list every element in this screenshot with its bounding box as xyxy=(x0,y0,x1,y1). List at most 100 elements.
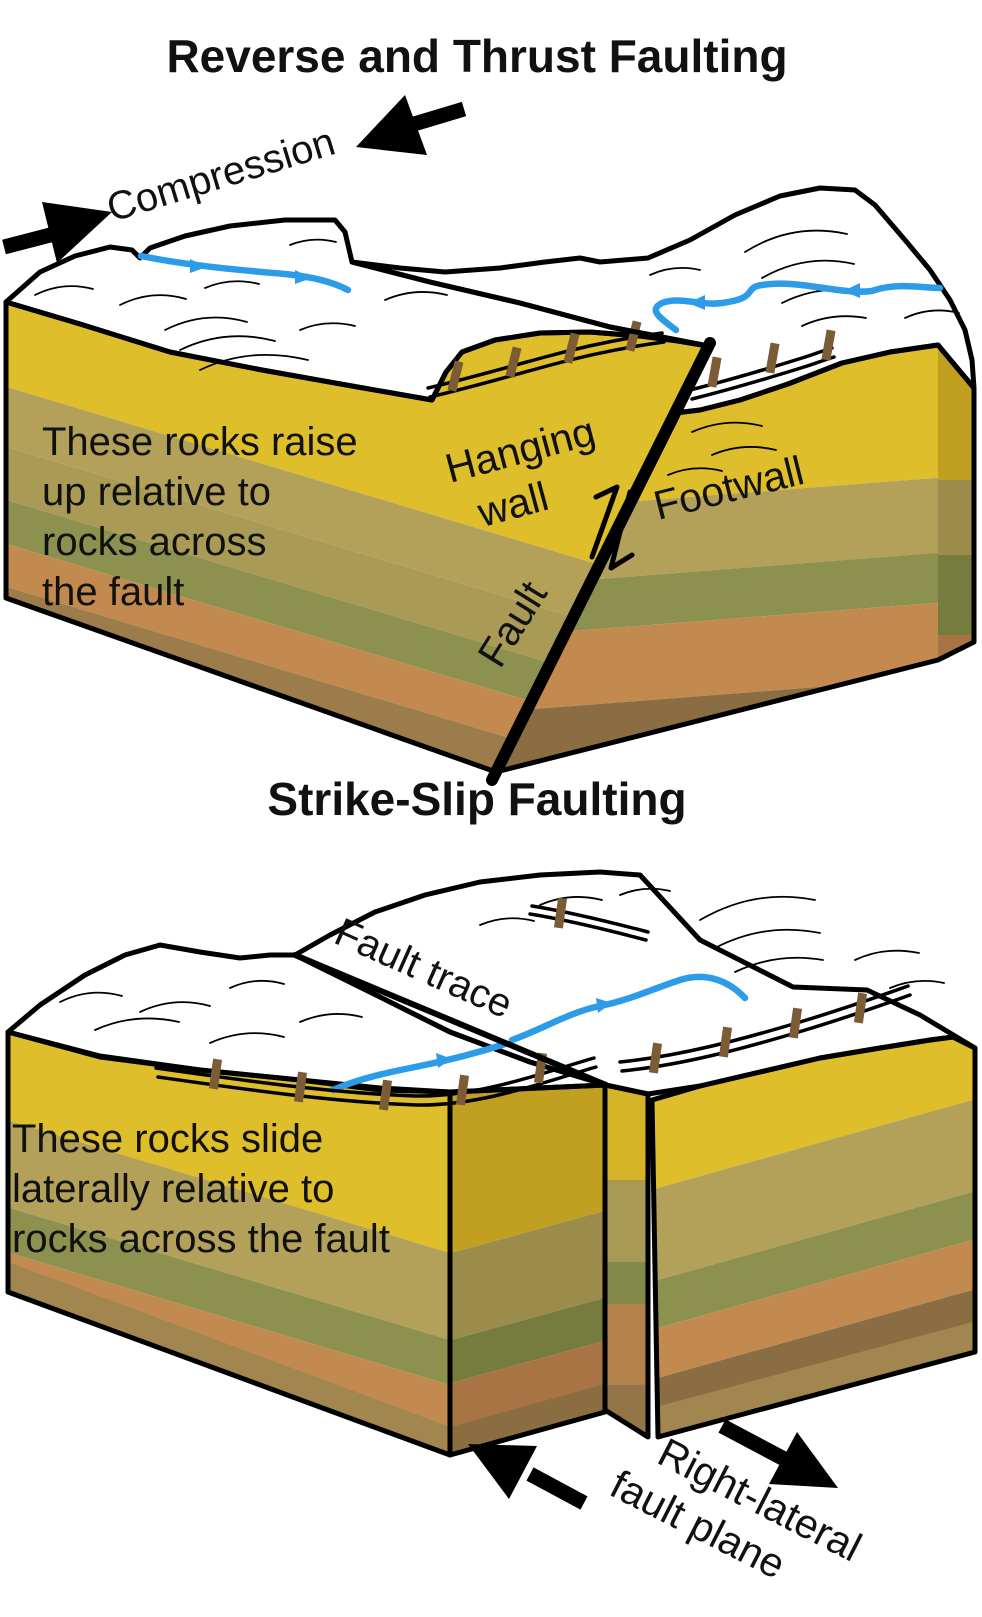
layer-band-tan-side xyxy=(450,1208,605,1343)
fault-plane-line xyxy=(486,337,716,786)
fault-gap-face xyxy=(605,1085,648,1437)
contour-line xyxy=(744,229,848,253)
river xyxy=(329,973,749,1094)
contour-lines xyxy=(59,887,945,1044)
layer-band-olive-side xyxy=(450,1295,605,1386)
layer-band-khaki xyxy=(6,442,708,717)
contour-line xyxy=(734,956,824,973)
contour-line xyxy=(204,280,260,289)
layer-band-gold xyxy=(6,302,708,604)
layer-band-olive-side xyxy=(938,555,974,635)
contour-line xyxy=(667,467,723,476)
right-block-surface xyxy=(292,869,978,1097)
contour-line xyxy=(539,896,603,906)
contour-line xyxy=(299,1013,363,1023)
fence-post xyxy=(378,1079,393,1111)
contour-line xyxy=(384,291,448,301)
slip-arrow-right-shaft xyxy=(718,1419,792,1468)
layer-band-olive xyxy=(8,1202,450,1391)
fence-post xyxy=(293,1071,308,1103)
contour-line xyxy=(34,285,94,296)
contour-line xyxy=(619,887,671,896)
river-flow-arrowhead xyxy=(843,283,860,298)
figure1-title: Reverse and Thrust Faulting xyxy=(166,30,787,82)
strike-slip-figure: Strike-Slip Faulting Fault trace These r… xyxy=(5,773,978,1617)
fence-line xyxy=(688,346,834,392)
compression-label: Compression xyxy=(102,120,340,231)
layer-band-olive-gap xyxy=(605,1262,648,1304)
contour-line xyxy=(711,446,777,456)
contour-line xyxy=(59,991,123,1003)
fence-post xyxy=(788,1007,803,1039)
fault-trace-line-top xyxy=(349,259,711,349)
right-lateral-fault-plane-label: Right-lateral fault plane xyxy=(603,1416,879,1617)
fence-post xyxy=(563,332,580,364)
fence-line xyxy=(426,331,664,390)
contour-line xyxy=(229,979,285,989)
fence-post xyxy=(447,360,464,392)
fence-post xyxy=(707,356,722,388)
contour-line xyxy=(479,917,535,926)
fence-post xyxy=(208,1058,223,1090)
layer-band-gold xyxy=(652,1037,975,1193)
layer-band-orange xyxy=(496,601,938,714)
river-flow-arrowhead xyxy=(436,1053,452,1068)
compression-arrow-left-icon xyxy=(42,202,112,263)
figure2-title: Strike-Slip Faulting xyxy=(267,773,686,825)
layer-band-tan xyxy=(6,382,708,664)
contour-line xyxy=(199,353,309,371)
contour-lines xyxy=(34,229,960,476)
fence xyxy=(154,897,912,1111)
layer-band-orange-gap xyxy=(605,1304,648,1385)
layer-band-tan xyxy=(652,1095,975,1285)
contour-line xyxy=(889,979,945,989)
fence-post xyxy=(718,1026,733,1058)
layer-band-tan xyxy=(8,1115,450,1346)
motion-arrow-down-icon xyxy=(608,489,635,571)
slip-arrow-right-icon xyxy=(769,1432,838,1488)
fence-post xyxy=(625,320,642,352)
layer-band-tan-side xyxy=(938,480,974,555)
fence-post xyxy=(648,1042,663,1074)
layer-band-gold-side xyxy=(450,1085,605,1256)
slip-arrow-left-icon xyxy=(468,1444,537,1499)
river-left-block xyxy=(329,1040,509,1094)
contour-line xyxy=(139,1001,211,1013)
contour-line xyxy=(164,316,248,331)
compression-arrows xyxy=(2,95,467,263)
fence-post xyxy=(455,1074,470,1106)
fault-trace-line xyxy=(292,952,609,1088)
river xyxy=(137,252,944,334)
fence-line xyxy=(530,904,650,934)
contour-line xyxy=(699,895,816,921)
fence-line xyxy=(156,1065,598,1107)
layer-band-tan-gap xyxy=(605,1180,648,1262)
reverse-thrust-figure: Reverse and Thrust Faulting Compression … xyxy=(2,30,977,786)
layer-band-gold-gap xyxy=(605,1085,648,1180)
layer-band-olive xyxy=(652,1187,975,1333)
river-hanging-wall xyxy=(137,252,352,294)
contour-line xyxy=(714,928,821,949)
hanging-wall-caption: These rocks raise up relative to rocks a… xyxy=(42,420,369,614)
fence-line xyxy=(528,912,648,942)
river-flow-arrowhead xyxy=(190,259,207,273)
fence-post xyxy=(853,992,868,1024)
contour-line xyxy=(801,315,867,327)
contour-line xyxy=(289,238,337,246)
river-footwall xyxy=(652,280,944,334)
motion-arrow-up-icon xyxy=(589,484,620,560)
river-flow-arrowhead xyxy=(688,295,705,310)
river-flow-arrowhead xyxy=(596,998,612,1013)
compression-arrow-right-icon xyxy=(356,95,427,155)
contour-line xyxy=(299,322,356,331)
compression-arrow-right-shaft xyxy=(411,101,467,132)
slip-arrows xyxy=(468,1419,838,1510)
contour-line xyxy=(119,294,187,306)
fence-post xyxy=(505,346,522,378)
contour-line xyxy=(854,949,920,961)
contour-line xyxy=(904,309,960,319)
contour-line xyxy=(179,335,276,351)
contour-line xyxy=(761,259,855,279)
